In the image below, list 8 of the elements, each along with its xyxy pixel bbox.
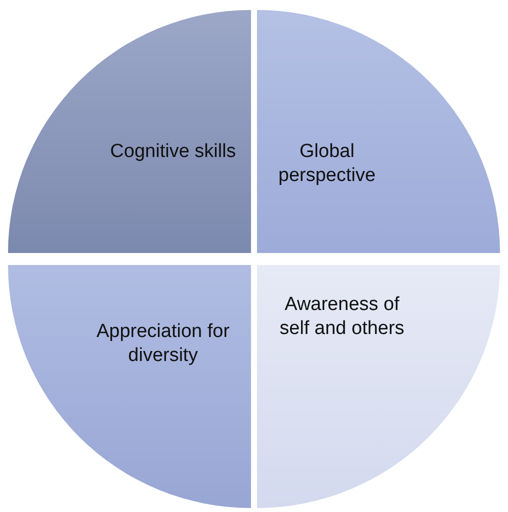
segment-label: Appreciation for diversity	[95, 320, 231, 368]
quadrant-segment	[8, 10, 251, 253]
quadrant-segment	[8, 265, 251, 508]
quadrant-segment	[257, 10, 500, 253]
segment-label: Awareness of self and others	[278, 293, 406, 341]
segment-label: Cognitive skills	[109, 140, 237, 164]
quadrant-segment	[257, 265, 500, 508]
segment-label: Global perspective	[277, 140, 377, 188]
